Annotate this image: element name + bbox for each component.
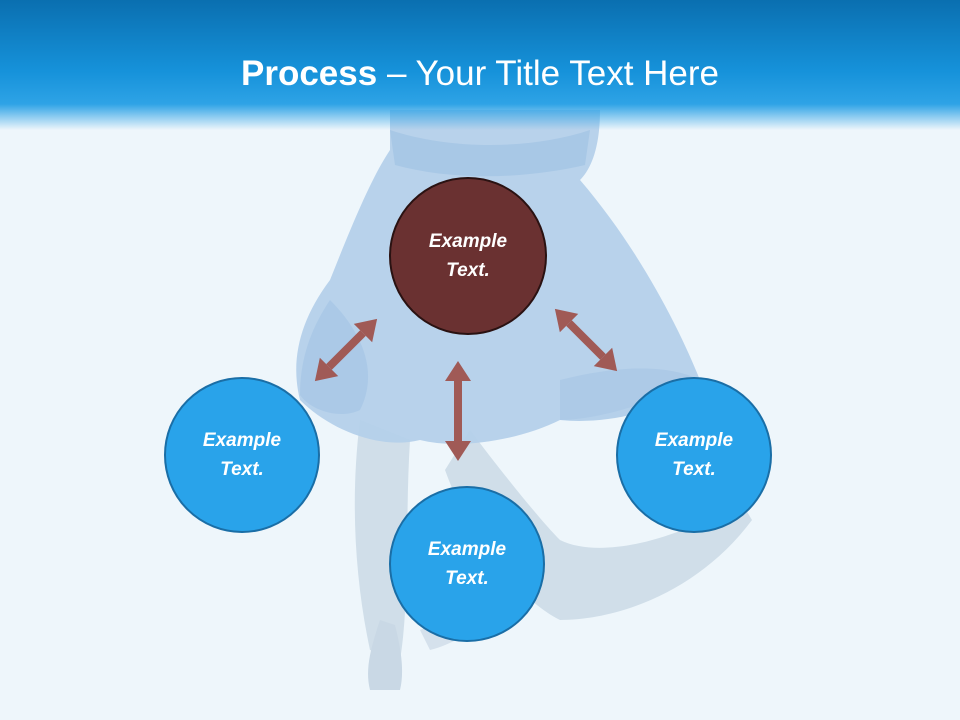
left-circle: Example Text. [164,377,320,533]
right-circle: Example Text. [616,377,772,533]
arrow-center-right [554,308,618,372]
slide-title: Process – Your Title Text Here [0,52,960,96]
bottom-circle-line2: Text. [445,568,489,589]
center-circle-line1: Example [428,231,508,252]
center-circle: Example Text. [389,177,547,335]
center-circle-line2: Text. [446,260,490,281]
right-circle-line2: Text. [672,459,716,480]
right-circle-line1: Example [654,430,734,451]
arrow-center-left [314,318,378,382]
title-bar: Process – Your Title Text Here [0,0,960,130]
bottom-circle: Example Text. [389,486,545,642]
title-rest-text: – Your Title Text Here [377,54,719,93]
left-circle-line1: Example [202,430,282,451]
title-bold-text: Process [241,54,378,93]
arrow-center-bottom [445,361,471,461]
bottom-circle-line1: Example [427,539,507,560]
left-circle-line2: Text. [220,459,264,480]
